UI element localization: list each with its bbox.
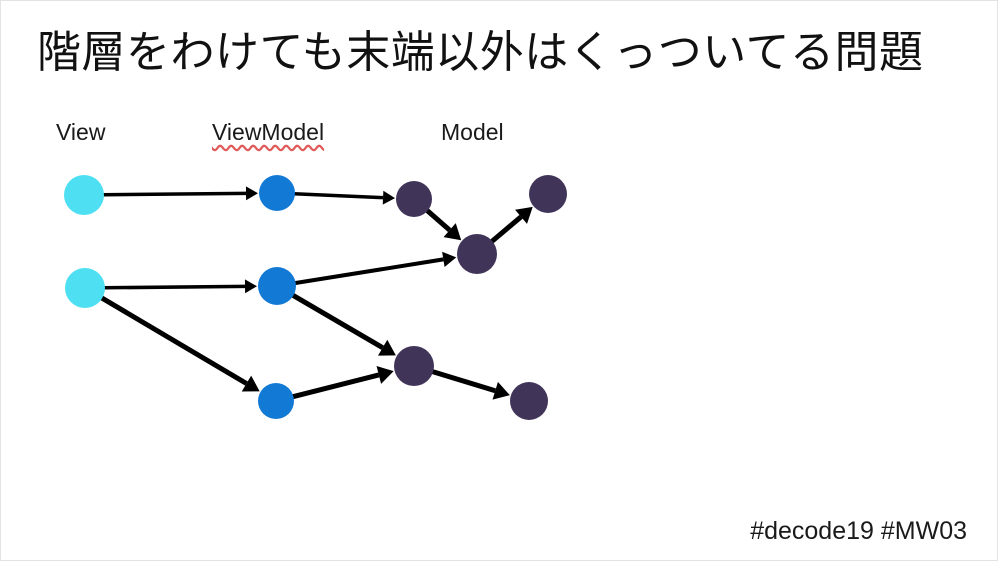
column-label-view: View — [56, 119, 106, 145]
graph-node-model[interactable] — [394, 346, 434, 386]
edge-line — [291, 372, 380, 400]
edge-arrowhead — [443, 223, 462, 241]
graph-node-viewmodel[interactable] — [258, 267, 296, 305]
edge-line — [431, 369, 496, 394]
edge-arrowhead — [244, 279, 258, 294]
edge-arrowhead — [382, 190, 396, 205]
graph-node-view[interactable] — [64, 175, 104, 215]
graph-node-view[interactable] — [65, 268, 105, 308]
graph-node-viewmodel[interactable] — [258, 383, 294, 419]
edge-line — [102, 191, 247, 197]
graph-node-model[interactable] — [457, 234, 497, 274]
nodes-group — [64, 175, 567, 420]
edge-line — [425, 208, 452, 233]
edge-arrowhead — [241, 375, 260, 392]
page-title: 階層をわけても末端以外はくっついてる問題 — [37, 28, 924, 77]
graph-node-viewmodel[interactable] — [259, 175, 295, 211]
edge-line — [100, 295, 248, 386]
edge-line — [294, 257, 444, 286]
graph-node-model[interactable] — [510, 382, 548, 420]
column-label-viewmodel: ViewModel — [212, 119, 325, 145]
edge-line — [489, 214, 523, 244]
edge-arrowhead — [515, 206, 533, 224]
column-label-model: Model — [441, 119, 504, 145]
edge-line — [103, 284, 246, 290]
edge-line — [293, 191, 384, 200]
graph-node-model[interactable] — [529, 175, 567, 213]
edge-arrowhead — [245, 186, 259, 201]
edge-arrowhead — [442, 251, 457, 267]
edge-arrowhead — [492, 381, 510, 400]
edges-group — [100, 186, 533, 400]
footer-hashtags: #decode19 #MW03 — [750, 517, 967, 545]
edge-arrowhead — [377, 339, 396, 356]
edge-arrowhead — [376, 365, 394, 384]
edge-line — [291, 292, 384, 350]
graph-node-model[interactable] — [396, 181, 432, 217]
